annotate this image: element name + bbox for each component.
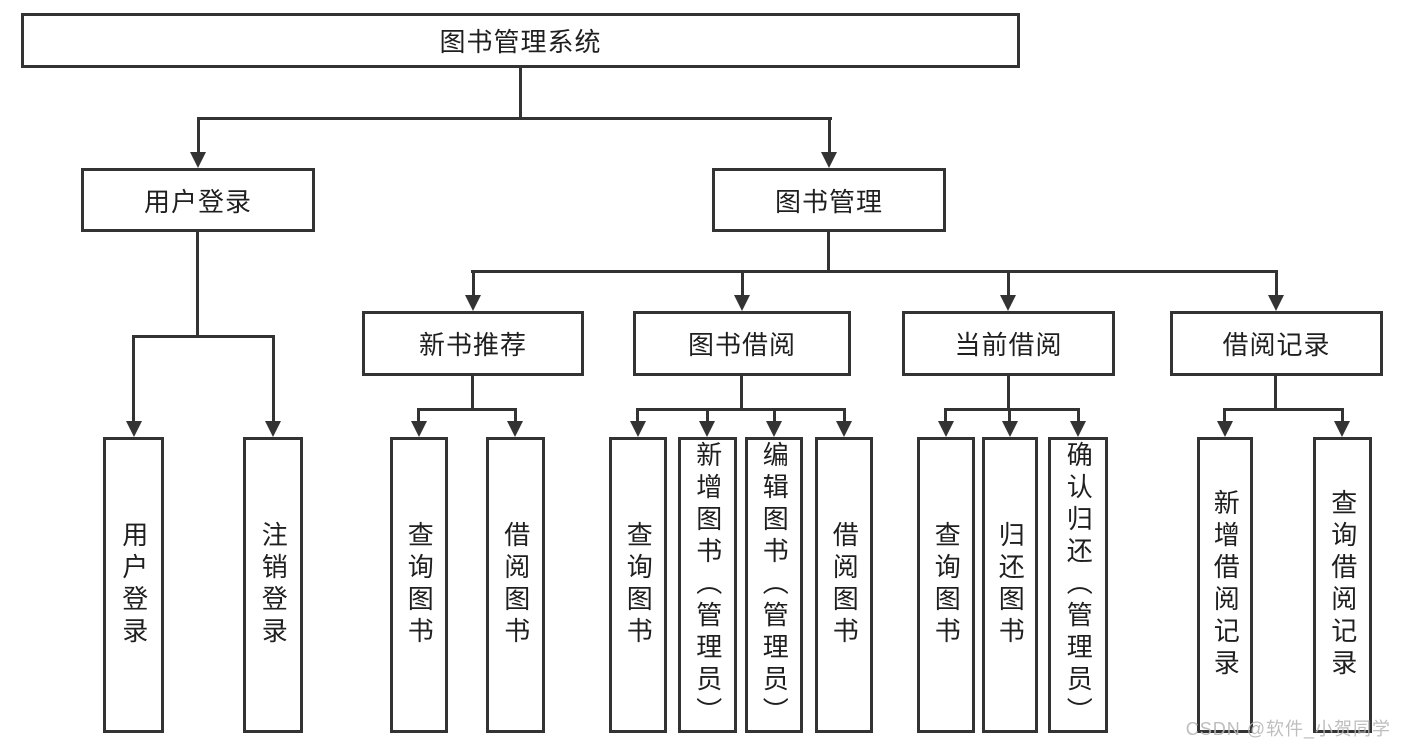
arrow-down-icon <box>1002 421 1018 437</box>
leaf-label: 注销登录 <box>258 521 289 649</box>
node-current-borrow: 当前借阅 <box>902 311 1115 376</box>
leaf-label: 查询图书 <box>404 521 435 649</box>
arrow-down-icon <box>1217 421 1233 437</box>
arrow-down-icon <box>507 421 523 437</box>
node-borrow-records: 借阅记录 <box>1170 311 1383 376</box>
arrow-down-icon <box>699 421 715 437</box>
connector-borrow-stem <box>740 374 743 411</box>
connector-to-leaf-logout <box>272 335 275 421</box>
leaf-borrow-edit-books-admin: 编辑图书（管理员） <box>745 437 803 733</box>
arrow-down-icon <box>1334 421 1350 437</box>
leaf-current-return-books: 归还图书 <box>982 437 1038 733</box>
connector-current-bar <box>944 408 1080 411</box>
arrow-down-icon <box>766 421 782 437</box>
arrow-down-icon <box>821 152 837 168</box>
arrow-down-icon <box>938 421 954 437</box>
leaf-label: 归还图书 <box>995 521 1026 649</box>
leaf-label: 新增借阅记录 <box>1210 489 1241 681</box>
leaf-label: 借阅图书 <box>829 521 860 649</box>
connector-to-leaf <box>636 408 639 422</box>
connector-to-leaf <box>514 408 517 422</box>
arrow-down-icon <box>465 295 481 311</box>
leaf-recommend-borrow-books: 借阅图书 <box>486 437 545 733</box>
leaf-label: 查询借阅记录 <box>1327 489 1358 681</box>
leaf-current-query-books: 查询图书 <box>917 437 975 733</box>
connector-to-leaf <box>1077 408 1080 422</box>
connector-to-book-borrow <box>741 270 744 296</box>
watermark: CSDN @软件_小贺同学 <box>1185 719 1391 739</box>
node-new-book-recommend: 新书推荐 <box>362 311 584 376</box>
node-label: 图书管理 <box>774 186 883 217</box>
connector-user-login-stem <box>196 230 199 338</box>
node-label: 当前借阅 <box>954 330 1063 360</box>
arrow-down-icon <box>411 421 427 437</box>
leaf-label: 查询图书 <box>623 521 654 649</box>
arrow-down-icon <box>630 421 646 437</box>
connector-to-leaf <box>1223 408 1226 422</box>
connector-records-bar <box>1223 408 1344 411</box>
leaf-user-login: 用户登录 <box>103 437 164 733</box>
leaf-label: 查询图书 <box>931 521 962 649</box>
connector-to-new-book-recommend <box>472 270 475 296</box>
arrow-down-icon <box>836 421 852 437</box>
connector-to-leaf <box>944 408 947 422</box>
connector-to-leaf <box>773 408 776 422</box>
node-label: 图书管理系统 <box>439 27 602 57</box>
leaf-label: 确认归还（管理员） <box>1063 441 1094 729</box>
connector-to-leaf <box>417 408 420 422</box>
arrow-down-icon <box>734 295 750 311</box>
connector-to-leaf <box>843 408 846 422</box>
leaf-label: 借阅图书 <box>500 521 531 649</box>
arrow-down-icon <box>1268 295 1284 311</box>
connector-book-mgmt-stem <box>827 230 830 273</box>
leaf-label: 用户登录 <box>118 521 149 649</box>
leaf-label: 新增图书（管理员） <box>692 441 723 729</box>
connector-to-book-management <box>828 117 831 153</box>
leaf-recommend-query-books: 查询图书 <box>390 437 448 733</box>
connector-records-stem <box>1274 374 1277 411</box>
leaf-records-query-record: 查询借阅记录 <box>1313 437 1372 733</box>
node-label: 图书借阅 <box>687 330 796 360</box>
connector-to-leaf <box>706 408 709 422</box>
arrow-down-icon <box>265 421 281 437</box>
connector-root-bar <box>197 117 832 120</box>
node-root-system: 图书管理系统 <box>21 13 1020 68</box>
leaf-borrow-query-books: 查询图书 <box>609 437 667 733</box>
leaf-borrow-borrow-books: 借阅图书 <box>815 437 873 733</box>
leaf-current-confirm-return-admin: 确认归还（管理员） <box>1048 437 1108 733</box>
leaf-label: 编辑图书（管理员） <box>759 441 790 729</box>
connector-root-stem <box>519 66 522 118</box>
connector-borrow-bar <box>636 408 846 411</box>
leaf-logout: 注销登录 <box>243 437 303 733</box>
connector-recommend-bar <box>417 408 517 411</box>
node-user-login: 用户登录 <box>81 168 315 232</box>
connector-user-login-bar <box>132 335 275 338</box>
arrow-down-icon <box>126 421 142 437</box>
connector-to-current-borrow <box>1007 270 1010 296</box>
leaf-records-add-record: 新增借阅记录 <box>1197 437 1253 733</box>
connector-to-user-login <box>197 117 200 153</box>
node-label: 新书推荐 <box>418 330 527 360</box>
connector-recommend-stem <box>471 374 474 411</box>
node-label: 借阅记录 <box>1222 330 1331 360</box>
node-book-borrow: 图书借阅 <box>633 311 851 376</box>
arrow-down-icon <box>1070 421 1086 437</box>
connector-to-borrow-records <box>1275 270 1278 296</box>
node-book-management: 图书管理 <box>712 168 946 232</box>
connector-book-mgmt-bar <box>471 270 1278 273</box>
connector-to-leaf <box>1341 408 1344 422</box>
leaf-borrow-add-books-admin: 新增图书（管理员） <box>678 437 737 733</box>
connector-to-leaf-user-login <box>132 335 135 421</box>
connector-current-stem <box>1007 374 1010 411</box>
arrow-down-icon <box>190 152 206 168</box>
node-label: 用户登录 <box>143 186 252 217</box>
arrow-down-icon <box>1000 295 1016 311</box>
connector-to-leaf <box>1008 408 1011 422</box>
